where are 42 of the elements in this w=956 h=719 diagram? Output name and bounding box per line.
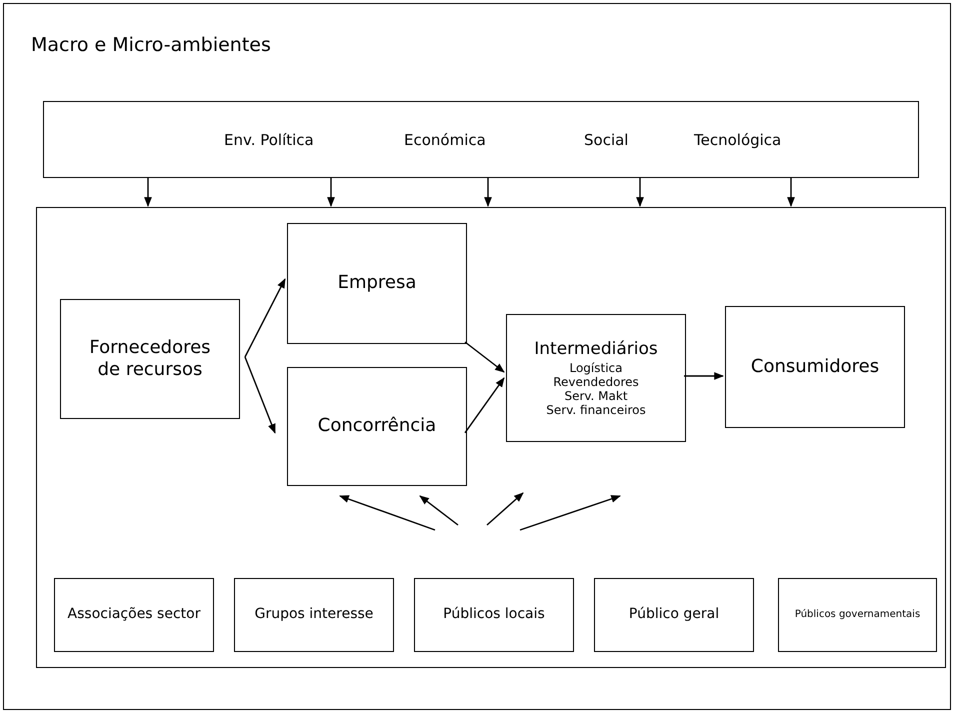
outer-frame <box>3 3 951 710</box>
entity-box <box>60 299 240 419</box>
box-label: Concorrência <box>316 415 438 438</box>
entity-box <box>725 306 905 428</box>
entity-box <box>287 223 467 344</box>
box-label: Associações sector <box>66 606 202 624</box>
box-label: Empresa <box>336 272 418 295</box>
box-label: Consumidores <box>750 356 880 378</box>
list-item: Revendedores <box>553 375 639 389</box>
entity-box <box>287 367 467 486</box>
arrow <box>144 177 152 207</box>
box-label: Público geral <box>628 606 720 624</box>
arrow <box>684 372 724 380</box>
box-heading: Intermediários <box>534 339 658 359</box>
arrow <box>484 177 492 207</box>
environment-label: Tecnológica <box>694 131 782 149</box>
arrow <box>244 278 286 358</box>
frame-heading: Macro e Micro-ambientes <box>31 34 271 56</box>
box-label: Públicos governamentais <box>794 608 922 622</box>
entity-box <box>506 314 686 442</box>
arrow <box>464 377 505 434</box>
arrow <box>327 177 335 207</box>
box-label: Grupos interesse <box>254 606 374 624</box>
arrow <box>787 177 795 207</box>
entity-box <box>414 578 574 652</box>
box-label: Públicos locais <box>442 606 546 624</box>
environment-label: Env. Política <box>224 131 314 149</box>
arrow <box>636 177 644 207</box>
inner-frame <box>36 207 946 668</box>
list-item: Serv. Makt <box>564 389 628 403</box>
box-label: Fornecedores de recursos <box>88 336 212 382</box>
list-item: Serv. financeiros <box>546 403 646 417</box>
arrow <box>244 356 276 434</box>
environment-label: Económica <box>404 131 486 149</box>
entity-box <box>594 578 754 652</box>
list-item: Logística <box>569 361 622 375</box>
entity-box <box>234 578 394 652</box>
environment-label: Social <box>584 131 628 149</box>
entity-box <box>54 578 214 652</box>
arrow <box>464 341 505 373</box>
environment-band <box>43 101 919 178</box>
entity-box <box>778 578 937 652</box>
